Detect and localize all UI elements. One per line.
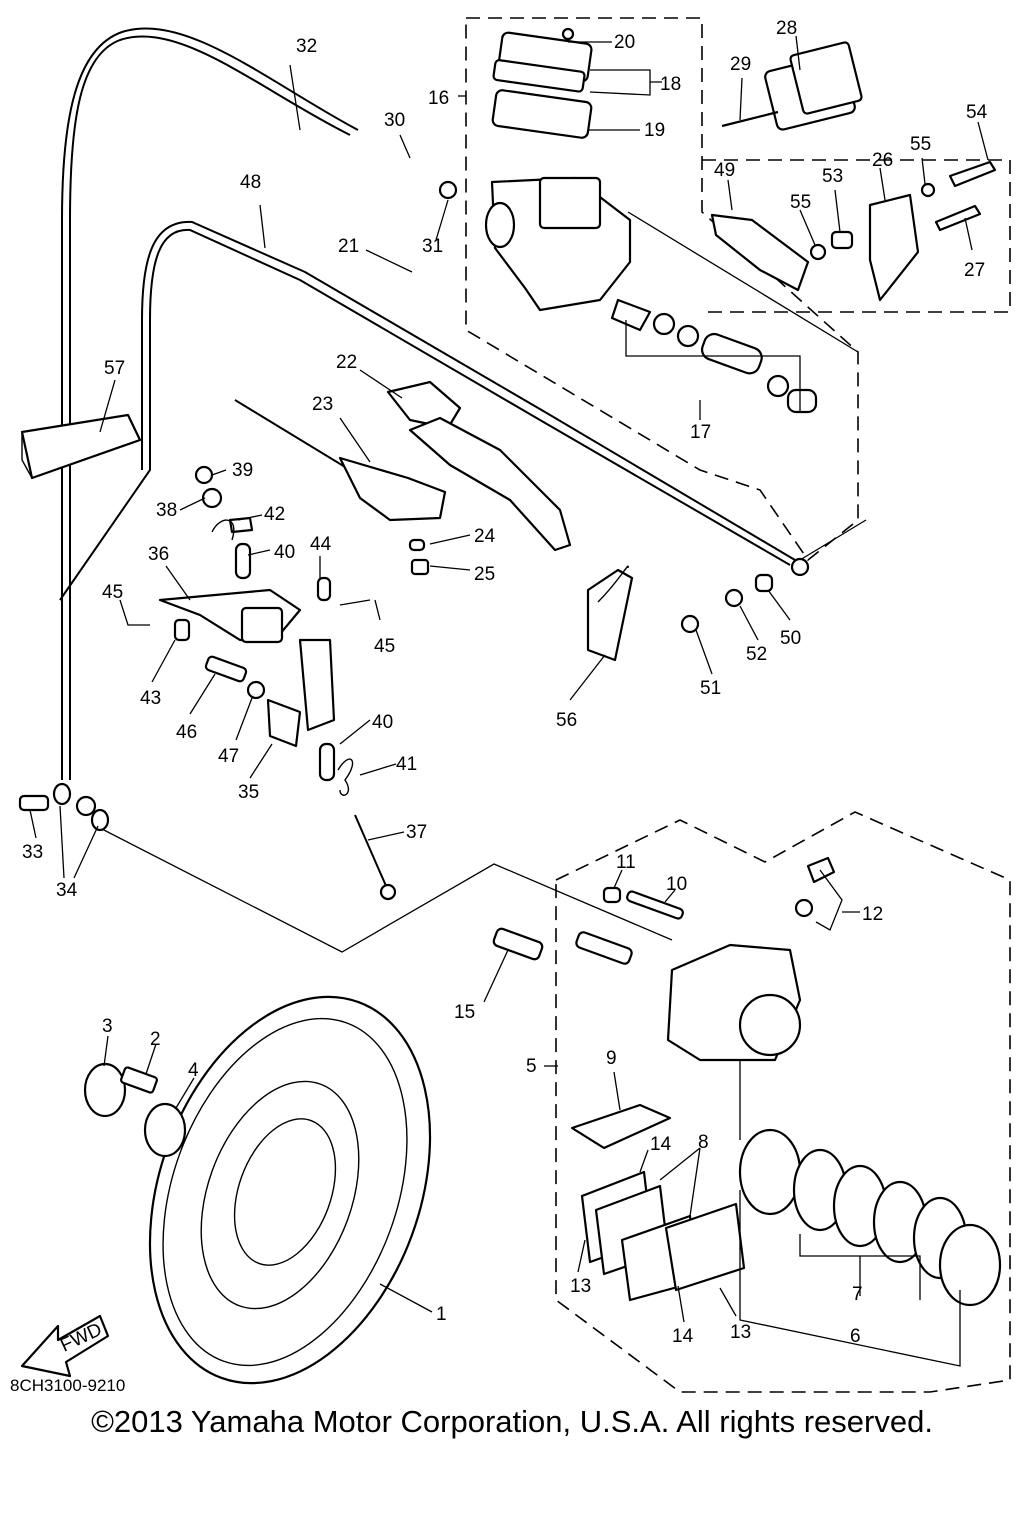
callout-49: 49 bbox=[714, 160, 735, 181]
callout-6: 6 bbox=[850, 1326, 861, 1347]
callout-44: 44 bbox=[310, 534, 332, 555]
diagram-code: 8CH3100-9210 bbox=[10, 1376, 126, 1395]
callout-42: 42 bbox=[264, 504, 285, 525]
callout-7: 7 bbox=[852, 1284, 863, 1305]
fwd-arrow: FWD bbox=[20, 1314, 110, 1378]
callout-14-upper: 14 bbox=[650, 1134, 672, 1155]
callout-18: 18 bbox=[660, 74, 681, 95]
callout-57: 57 bbox=[104, 358, 125, 379]
callout-14-lower: 14 bbox=[672, 1326, 694, 1347]
bracket-57 bbox=[20, 413, 142, 480]
callout-33: 33 bbox=[22, 842, 43, 863]
callout-10: 10 bbox=[666, 874, 687, 895]
callout-1: 1 bbox=[436, 1304, 447, 1325]
callout-15: 15 bbox=[454, 1002, 475, 1023]
callout-51: 51 bbox=[700, 678, 721, 699]
master-cylinder bbox=[484, 27, 818, 414]
callout-34: 34 bbox=[56, 880, 78, 901]
callout-55-left: 55 bbox=[790, 192, 811, 213]
caliper-assembly bbox=[492, 856, 1002, 1307]
callout-16: 16 bbox=[428, 88, 449, 109]
callout-4: 4 bbox=[188, 1060, 199, 1081]
callout-45-left: 45 bbox=[102, 582, 123, 603]
callout-32: 32 bbox=[296, 36, 317, 57]
group-outlines bbox=[99, 17, 1011, 1393]
callout-43: 43 bbox=[140, 688, 161, 709]
callout-36: 36 bbox=[148, 544, 169, 565]
callout-53: 53 bbox=[822, 166, 843, 187]
callout-38: 38 bbox=[156, 500, 177, 521]
callout-9: 9 bbox=[606, 1048, 617, 1069]
callout-28: 28 bbox=[776, 18, 797, 39]
callout-40-lower: 40 bbox=[372, 712, 393, 733]
callout-37: 37 bbox=[406, 822, 427, 843]
callout-30: 30 bbox=[384, 110, 405, 131]
callout-24: 24 bbox=[474, 526, 496, 547]
callout-3: 3 bbox=[102, 1016, 113, 1037]
callout-23: 23 bbox=[312, 394, 333, 415]
copyright-notice: ©2013 Yamaha Motor Corporation, U.S.A. A… bbox=[91, 1404, 933, 1439]
callout-29: 29 bbox=[730, 54, 751, 75]
callout-45-right: 45 bbox=[374, 636, 395, 657]
callout-52: 52 bbox=[746, 644, 767, 665]
callout-13-lower: 13 bbox=[730, 1322, 751, 1343]
callout-21: 21 bbox=[338, 236, 359, 257]
callout-40-upper: 40 bbox=[274, 542, 295, 563]
callout-25: 25 bbox=[474, 564, 495, 585]
callout-50: 50 bbox=[780, 628, 801, 649]
leader-lines bbox=[29, 35, 989, 1367]
callout-27: 27 bbox=[964, 260, 985, 281]
callout-17: 17 bbox=[690, 422, 711, 443]
callout-12: 12 bbox=[862, 904, 883, 925]
levers bbox=[158, 380, 572, 748]
brake-switch-parts bbox=[710, 41, 997, 302]
callout-54: 54 bbox=[966, 102, 988, 123]
callout-2: 2 bbox=[150, 1029, 161, 1050]
callout-56: 56 bbox=[556, 710, 577, 731]
callout-13-upper: 13 bbox=[570, 1276, 591, 1297]
callout-46: 46 bbox=[176, 722, 197, 743]
callout-48: 48 bbox=[240, 172, 261, 193]
callout-labels: 1 2 3 4 5 6 7 8 9 10 11 12 13 13 14 14 1… bbox=[22, 18, 988, 1347]
callout-22: 22 bbox=[336, 352, 357, 373]
callout-11: 11 bbox=[616, 852, 636, 873]
callout-8: 8 bbox=[698, 1132, 709, 1153]
callout-41: 41 bbox=[396, 754, 417, 775]
callout-19: 19 bbox=[644, 120, 665, 141]
callout-47: 47 bbox=[218, 746, 239, 767]
brake-disc bbox=[83, 995, 432, 1385]
callout-35: 35 bbox=[238, 782, 259, 803]
callout-20: 20 bbox=[614, 32, 635, 53]
hardware bbox=[18, 180, 810, 901]
callout-39: 39 bbox=[232, 460, 253, 481]
callout-26: 26 bbox=[872, 150, 893, 171]
callout-55-right: 55 bbox=[910, 134, 931, 155]
callout-31: 31 bbox=[422, 236, 443, 257]
callout-5: 5 bbox=[526, 1056, 537, 1077]
